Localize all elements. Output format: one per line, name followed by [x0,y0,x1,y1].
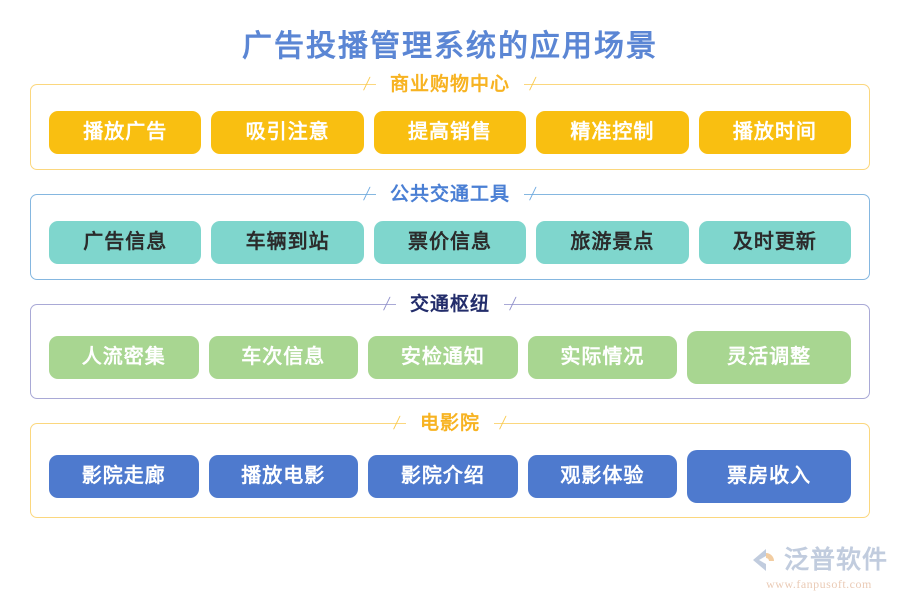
tag-item[interactable]: 影院介绍 [368,455,518,498]
section-panel-shopping: 播放广告 吸引注意 提高销售 精准控制 播放时间 [30,84,870,170]
section-transit: 广告信息 车辆到站 票价信息 旅游景点 及时更新 / 公共交通工具 / [30,183,870,280]
tag-row-hub: 人流密集 车次信息 安检通知 实际情况 灵活调整 [49,331,852,384]
tag-item[interactable]: 吸引注意 [211,111,364,154]
tag-item[interactable]: 广告信息 [49,221,202,264]
logo-row: 泛普软件 [750,545,888,575]
tag-item[interactable]: 实际情况 [527,336,678,379]
tag-item[interactable]: 人流密集 [49,336,199,379]
tag-item[interactable]: 旅游景点 [536,221,689,264]
section-panel-cinema: 影院走廊 播放电影 影院介绍 观影体验 票房收入 [30,423,870,518]
tag-item[interactable]: 灵活调整 [687,331,852,384]
logo-text: 泛普软件 [783,546,888,574]
tag-row-transit: 广告信息 车辆到站 票价信息 旅游景点 及时更新 [49,221,852,264]
sections-container: 播放广告 吸引注意 提高销售 精准控制 播放时间 / 商业购物中心 / 广告信息 [0,73,900,518]
tag-item[interactable]: 票价信息 [373,221,527,264]
section-cinema: 影院走廊 播放电影 影院介绍 观影体验 票房收入 / 电影院 / [30,412,870,518]
section-shopping: 播放广告 吸引注意 提高销售 精准控制 播放时间 / 商业购物中心 / [30,73,870,170]
infographic-root: 广告投播管理系统的应用场景 播放广告 吸引注意 提高销售 精准控制 播放时间 /… [0,30,900,591]
tag-item[interactable]: 观影体验 [527,455,678,498]
tag-row-shopping: 播放广告 吸引注意 提高销售 精准控制 播放时间 [49,111,852,154]
tag-item[interactable]: 安检通知 [368,336,518,379]
tag-item[interactable]: 车次信息 [208,336,359,379]
watermark-logo: 泛普软件 www.fanpusoft.com [750,545,888,592]
tag-item[interactable]: 播放电影 [208,455,359,498]
tag-item[interactable]: 播放时间 [698,111,852,154]
section-panel-hub: 人流密集 车次信息 安检通知 实际情况 灵活调整 [30,304,870,399]
tag-item[interactable]: 播放广告 [49,111,202,154]
section-hub: 人流密集 车次信息 安检通知 实际情况 灵活调整 / 交通枢纽 / [30,293,870,399]
tag-item[interactable]: 影院走廊 [49,455,199,498]
section-panel-transit: 广告信息 车辆到站 票价信息 旅游景点 及时更新 [30,194,870,280]
tag-item[interactable]: 车辆到站 [211,221,364,264]
tag-item[interactable]: 精准控制 [536,111,689,154]
tag-item[interactable]: 票房收入 [687,450,852,503]
fanpu-swoosh-icon [750,545,780,575]
tag-row-cinema: 影院走廊 播放电影 影院介绍 观影体验 票房收入 [49,450,852,503]
tag-item[interactable]: 提高销售 [373,111,527,154]
tag-item[interactable]: 及时更新 [698,221,852,264]
logo-url: www.fanpusoft.com [766,577,872,591]
page-title: 广告投播管理系统的应用场景 [242,30,658,63]
